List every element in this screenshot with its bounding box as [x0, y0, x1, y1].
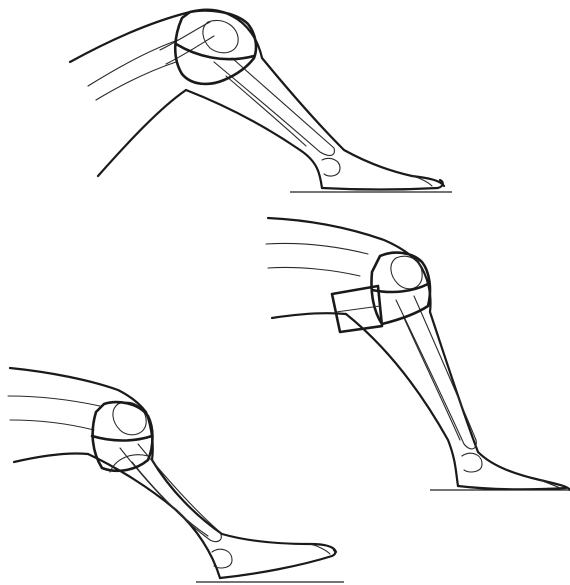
leg-with-knee-brace-icon [70, 10, 452, 192]
leg-panel-middle [266, 218, 570, 490]
leg-with-knee-brace-icon [8, 368, 344, 582]
knee-wrap-band-icon [332, 253, 430, 332]
leg-panel-top [70, 10, 452, 192]
leg-panel-bottom [8, 368, 344, 582]
knee-wrap-band-icon [175, 11, 256, 84]
